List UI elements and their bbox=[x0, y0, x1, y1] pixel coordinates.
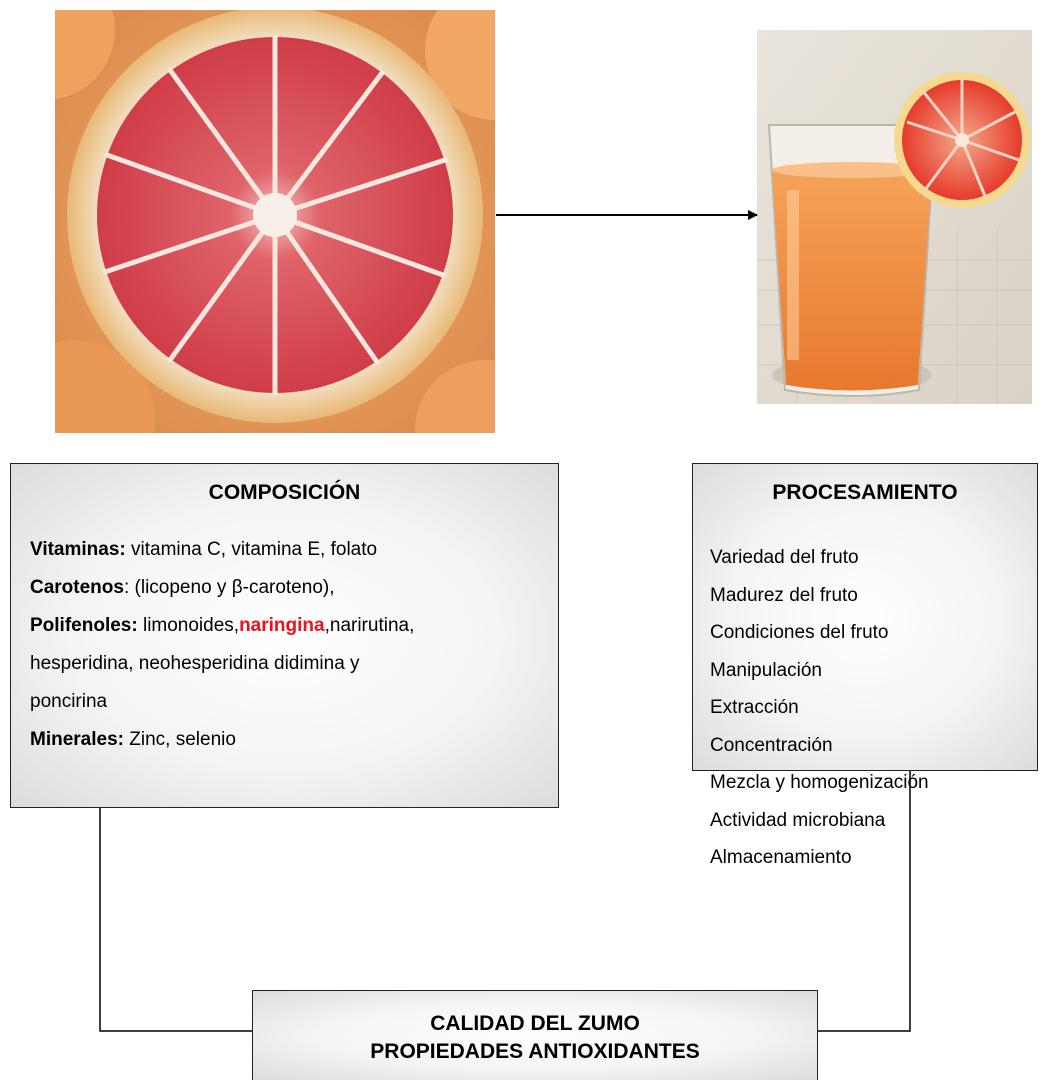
procesamiento-box: PROCESAMIENTO Variedad del fruto Madurez… bbox=[692, 463, 1038, 868]
procesamiento-title: PROCESAMIENTO bbox=[772, 481, 958, 504]
naringina-highlight: naringina bbox=[239, 615, 325, 636]
procesamiento-item: Extracción bbox=[710, 697, 799, 718]
procesamiento-item: Madurez del fruto bbox=[710, 584, 858, 606]
polifenoles-continuation-2: poncirina bbox=[30, 691, 108, 712]
vitaminas-text: vitamina C, vitamina E, folato bbox=[125, 539, 378, 560]
composicion-list: Vitaminas: vitamina C, vitamina E, folat… bbox=[30, 531, 555, 759]
polifenoles-label: Polifenoles: bbox=[30, 615, 138, 636]
procesamiento-list: Variedad del fruto Madurez del fruto Con… bbox=[710, 539, 1035, 877]
minerales-label: Minerales: bbox=[30, 729, 124, 750]
calidad-zumo-box: CALIDAD DEL ZUMO PROPIEDADES ANTIOXIDANT… bbox=[252, 990, 818, 1080]
composicion-box: COMPOSICIÓN Vitaminas: vitamina C, vitam… bbox=[10, 463, 559, 808]
vitaminas-line: Vitaminas: vitamina C, vitamina E, folat… bbox=[30, 531, 555, 569]
polifenoles-continuation: hesperidina, neohesperidina didimina y bbox=[30, 653, 360, 674]
procesamiento-item: Mezcla y homogenización bbox=[710, 772, 929, 793]
connector-procesamiento bbox=[818, 771, 911, 1032]
procesamiento-item: Manipulación bbox=[710, 659, 822, 681]
carotenos-text: : (licopeno y β-caroteno), bbox=[123, 577, 335, 598]
polifenoles-line: Polifenoles: limonoides,naringina,nariru… bbox=[30, 607, 555, 645]
grapefruit-image bbox=[55, 10, 495, 433]
propiedades-antioxidantes-title: PROPIEDADES ANTIOXIDANTES bbox=[370, 1040, 700, 1063]
minerales-text: Zinc, selenio bbox=[123, 729, 236, 750]
procesamiento-item: Concentración bbox=[710, 734, 833, 756]
procesamiento-item: Almacenamiento bbox=[710, 847, 852, 868]
connector-composicion bbox=[99, 808, 252, 1032]
polifenoles-text: limonoides, bbox=[137, 615, 240, 636]
juice-glass-image bbox=[757, 30, 1032, 404]
composicion-title: COMPOSICIÓN bbox=[208, 481, 361, 504]
vitaminas-label: Vitaminas: bbox=[30, 539, 126, 560]
minerales-line: Minerales: Zinc, selenio bbox=[30, 721, 555, 759]
procesamiento-item: Condiciones del fruto bbox=[710, 622, 889, 643]
calidad-zumo-title: CALIDAD DEL ZUMO bbox=[430, 1012, 640, 1035]
procesamiento-item: Variedad del fruto bbox=[710, 547, 859, 568]
polifenoles-text-rest: ,narirutina, bbox=[324, 615, 415, 636]
carotenos-label: Carotenos bbox=[30, 577, 124, 598]
carotenos-line: Carotenos: (licopeno y β-caroteno), bbox=[30, 569, 555, 607]
procesamiento-item: Actividad microbiana bbox=[710, 809, 886, 831]
